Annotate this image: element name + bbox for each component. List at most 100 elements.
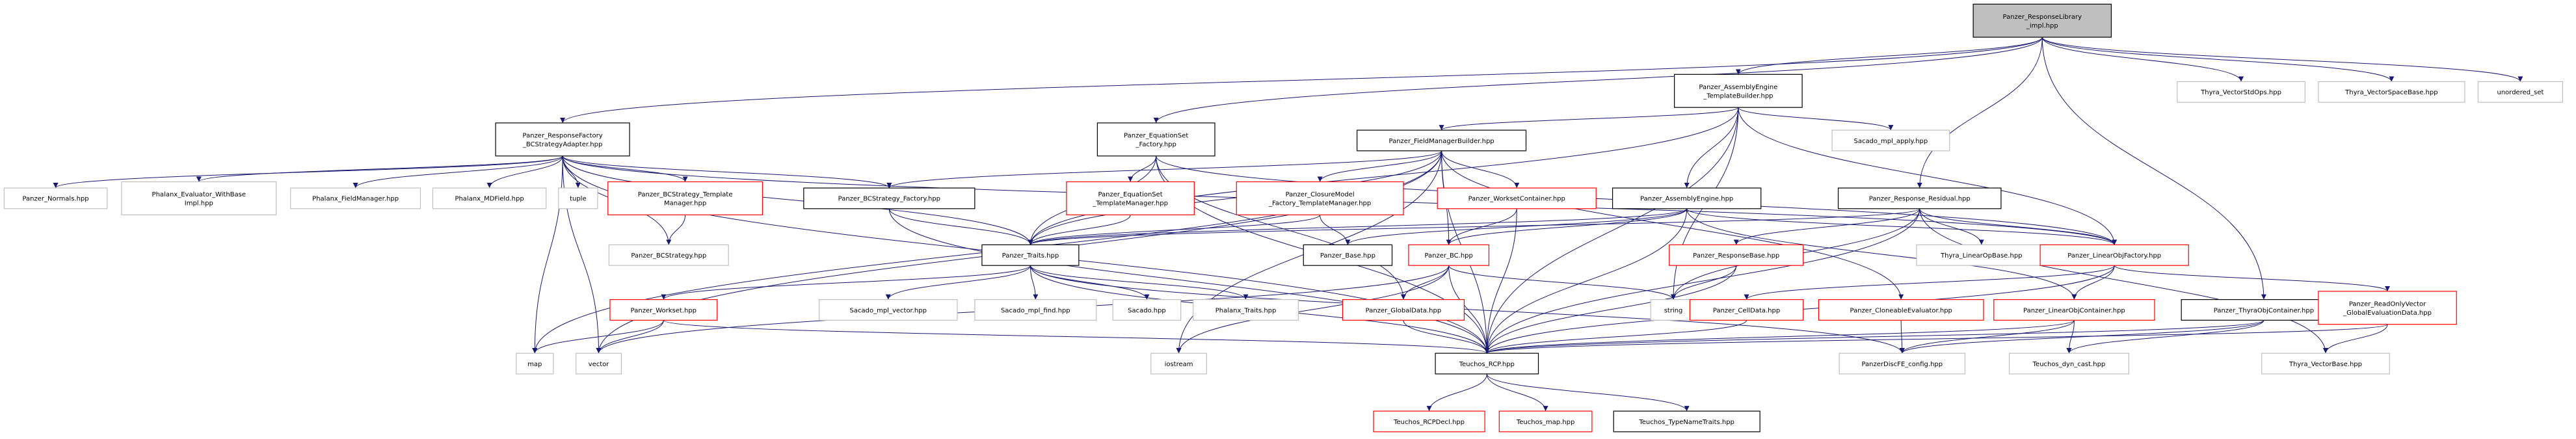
node-celldata[interactable]: Panzer_CellData.hpp: [1689, 299, 1804, 321]
node-closure[interactable]: Panzer_ClosureModel_Factory_TemplateMana…: [1236, 181, 1404, 215]
node-linopbase-label-0: Thyra_LinearOpBase.hpp: [1940, 252, 2022, 259]
node-respfact[interactable]: Panzer_ResponseFactory_BCStrategyAdapter…: [495, 122, 630, 157]
node-locont[interactable]: Panzer_LinearObjContainer.hpp: [1993, 299, 2155, 321]
edge-thyracont-to-pdfe: [1899, 319, 2264, 354]
edge-lofact-to-readonly: [2114, 265, 2390, 292]
edge-asmtb-to-fmb: [1439, 107, 1739, 131]
edge-respfact-to-phxevalbase: [196, 155, 563, 182]
node-rcp[interactable]: Teuchos_RCP.hpp: [1435, 353, 1539, 375]
node-bcstm[interactable]: Panzer_BCStrategy_TemplateManager.hpp: [607, 181, 764, 215]
node-bcstrat: Panzer_BCStrategy.hpp: [608, 244, 729, 266]
edge-respfact-to-phxfm: [352, 155, 563, 189]
node-traits[interactable]: Panzer_Traits.hpp: [981, 244, 1080, 266]
edge-asmtb-to-lofact: [1738, 107, 2118, 245]
node-map: map: [516, 353, 554, 375]
node-sacado: Sacado.hpp: [1112, 299, 1182, 321]
edge-traits-to-workset: [661, 265, 1031, 300]
edge-bcsfac-to-rcp: [888, 208, 1490, 354]
node-string: string: [1650, 299, 1697, 321]
node-normals-box: [3, 187, 108, 209]
node-fmb[interactable]: Panzer_FieldManagerBuilder.hpp: [1357, 129, 1527, 152]
edge-traits-to-sacvec: [885, 265, 1031, 300]
node-globaldata[interactable]: Panzer_GlobalData.hpp: [1342, 299, 1465, 321]
node-thyracont-label-0: Panzer_ThyraObjContainer.hpp: [2214, 307, 2314, 314]
node-closure-label-0: Panzer_ClosureModel: [1286, 191, 1355, 198]
edge-eqtm-to-traits: [1028, 215, 1131, 245]
node-resresid-box: [1837, 187, 2002, 209]
node-bc[interactable]: Panzer_BC.hpp: [1408, 244, 1490, 266]
edge-asmtb-to-asmeng: [1684, 107, 1739, 189]
node-bcstm-box: [607, 181, 764, 215]
node-bcstm-label-1: Manager.hpp: [664, 200, 706, 207]
node-resresid[interactable]: Panzer_Response_Residual.hpp: [1837, 187, 2002, 209]
node-pdfe-box: [1839, 353, 1966, 375]
node-eqsetfac-label-0: Panzer_EquationSet: [1124, 132, 1188, 139]
node-respbase[interactable]: Panzer_ResponseBase.hpp: [1669, 244, 1804, 266]
node-normals: Panzer_Normals.hpp: [3, 187, 108, 209]
node-wscont-label-0: Panzer_WorksetContainer.hpp: [1468, 196, 1565, 203]
node-base-label-0: Panzer_Base.hpp: [1320, 252, 1375, 259]
edge-fmb-to-closure: [1317, 150, 1442, 182]
node-rcp-label-0: Teuchos_RCP.hpp: [1459, 361, 1515, 368]
edge-lofact-to-locont: [2071, 265, 2115, 300]
node-phxevalbase-label-1: Impl.hpp: [185, 200, 213, 207]
node-rcpdecl[interactable]: Teuchos_RCPDecl.hpp: [1373, 410, 1485, 432]
node-readonly[interactable]: Panzer_ReadOnlyVector_GlobalEvaluationDa…: [2318, 291, 2457, 325]
edge-root-to-eqsetfac: [1153, 37, 2043, 124]
node-asmeng[interactable]: Panzer_AssemblyEngine.hpp: [1612, 187, 1762, 209]
edge-respfact-to-phxmdf: [486, 155, 563, 189]
dependency-nodes: Panzer_ResponseLibrary_impl.hppThyra_Vec…: [3, 3, 2564, 432]
node-eqsetfac-box: [1096, 122, 1215, 157]
node-closure-box: [1236, 181, 1404, 215]
node-traits-box: [981, 244, 1080, 266]
node-eqsetfac[interactable]: Panzer_EquationSet_Factory.hpp: [1096, 122, 1215, 157]
node-workset[interactable]: Panzer_Workset.hpp: [609, 299, 718, 321]
edge-celldata-to-rcp: [1484, 320, 1747, 354]
edge-resresid-to-lofact: [1919, 208, 2118, 245]
node-tmap[interactable]: Teuchos_map.hpp: [1498, 410, 1593, 432]
edge-respfact-to-vector: [562, 155, 602, 354]
node-phxevalbase-label-0: Phalanx_Evaluator_WithBase: [152, 191, 246, 198]
node-wscont[interactable]: Panzer_WorksetContainer.hpp: [1437, 187, 1597, 209]
node-respfact-label-1: _BCStrategyAdapter.hpp: [522, 141, 602, 148]
node-asmtb-label-0: Panzer_AssemblyEngine: [1699, 84, 1777, 91]
node-asmtb[interactable]: Panzer_AssemblyEngine_TemplateBuilder.hp…: [1674, 73, 1803, 108]
node-eqtm-box: [1066, 181, 1195, 215]
node-vector: vector: [576, 353, 622, 375]
node-traits-label-0: Panzer_Traits.hpp: [1002, 252, 1059, 259]
edge-readonly-to-vecbase: [2323, 324, 2388, 354]
node-dyncast: Teuchos_dyn_cast.hpp: [2008, 353, 2129, 375]
node-sacadoapply-label-0: Sacado_mpl_apply.hpp: [1853, 138, 1928, 145]
edge-asmtb-to-rcp: [1484, 107, 1739, 354]
node-cloneable[interactable]: Panzer_CloneableEvaluator.hpp: [1818, 299, 1984, 321]
edge-root-to-vecstdops: [2041, 37, 2244, 82]
node-phxtraits-label-0: Phalanx_Traits.hpp: [1215, 307, 1277, 314]
node-asmtb-label-1: _TemplateBuilder.hpp: [1703, 92, 1773, 100]
node-bcsfac[interactable]: Panzer_BCStrategy_Factory.hpp: [803, 187, 976, 209]
node-bcstrat-box: [608, 244, 729, 266]
node-cloneable-label-0: Panzer_CloneableEvaluator.hpp: [1850, 307, 1952, 314]
node-lofact[interactable]: Panzer_LinearObjFactory.hpp: [2039, 244, 2189, 266]
edge-workset-to-vector: [596, 320, 664, 354]
node-eqtm[interactable]: Panzer_EquationSet_TemplateManager.hpp: [1066, 181, 1195, 215]
node-phxfm: Phalanx_FieldManager.hpp: [290, 187, 421, 209]
node-string-label-0: string: [1664, 307, 1683, 314]
node-unordered-box: [2477, 81, 2564, 103]
node-respfact-box: [495, 122, 630, 157]
node-normals-label-0: Panzer_Normals.hpp: [22, 196, 88, 203]
node-map-box: [516, 353, 554, 375]
edge-traits-to-phxtraits: [1029, 265, 1249, 300]
node-bcstm-label-0: Panzer_BCStrategy_Template: [638, 191, 733, 198]
node-vector-box: [576, 353, 622, 375]
node-rcp-box: [1435, 353, 1539, 375]
edge-root-to-resresid: [1917, 37, 2043, 189]
node-bc-label-0: Panzer_BC.hpp: [1424, 252, 1472, 259]
node-unordered: unordered_set: [2477, 81, 2564, 103]
node-typename[interactable]: Teuchos_TypeNameTraits.hpp: [1613, 410, 1760, 432]
edge-root-to-unordered: [2041, 36, 2523, 82]
node-root[interactable]: Panzer_ResponseLibrary_impl.hpp: [1972, 3, 2112, 38]
node-readonly-label-0: Panzer_ReadOnlyVector: [2349, 300, 2426, 308]
edge-asmeng-to-bc: [1446, 208, 1688, 245]
node-base[interactable]: Panzer_Base.hpp: [1303, 244, 1393, 266]
node-resresid-label-0: Panzer_Response_Residual.hpp: [1869, 196, 1971, 203]
